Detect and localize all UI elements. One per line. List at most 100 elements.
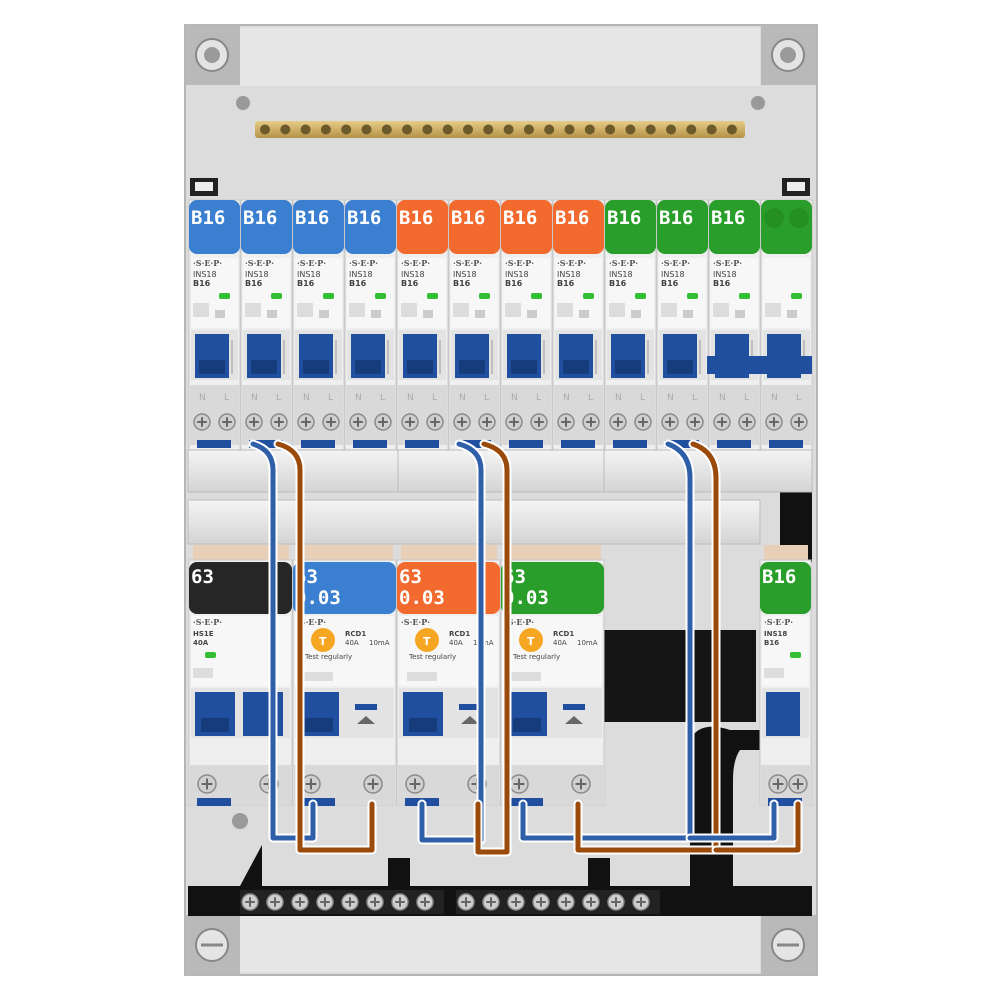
earth-terminal-hole <box>625 124 636 135</box>
terminal-n-screw <box>245 413 263 431</box>
neutral-terminal-screw <box>391 893 409 911</box>
status-indicator <box>687 293 698 299</box>
din-clip <box>717 440 751 448</box>
brand-logo: ·S·E·P· <box>505 258 534 268</box>
device-cap-green <box>760 562 811 614</box>
terminal-n-label: N <box>615 393 622 403</box>
spec-print <box>401 303 417 317</box>
model-text: RCD1 <box>553 630 574 638</box>
model-text: INS18 <box>193 270 217 279</box>
rating-text: 40A <box>553 639 567 647</box>
terminal-n-screw <box>713 413 731 431</box>
ce-mark <box>683 310 693 318</box>
brand-logo: ·S·E·P· <box>453 258 482 268</box>
toggle-lever <box>563 360 589 374</box>
toggle-lever <box>251 360 277 374</box>
device-sub-label: 0.03 <box>399 587 445 609</box>
earth-terminal-hole <box>341 124 352 135</box>
din-clip <box>769 440 803 448</box>
brand-logo: ·S·E·P· <box>557 258 586 268</box>
neutral-terminal-screw <box>241 893 259 911</box>
terminal-l-screw <box>686 413 704 431</box>
spec-print <box>407 672 437 681</box>
breaker-label: B16 <box>503 207 537 229</box>
device-cap-blue <box>293 562 396 614</box>
terminal-n-screw <box>609 413 627 431</box>
wire-brown <box>275 441 375 853</box>
breaker-cap-blue <box>293 200 344 254</box>
breaker-cap-green <box>709 200 760 254</box>
toggle-lever <box>513 718 541 732</box>
linked-toggle-bar <box>707 356 812 374</box>
din-clip <box>249 440 283 448</box>
model-text: INS18 <box>245 270 269 279</box>
terminal-l-screw <box>478 413 496 431</box>
neutral-terminal-screw <box>582 893 600 911</box>
top-rail <box>240 28 760 86</box>
neutral-terminal-screw <box>507 893 525 911</box>
breaker-faceplate <box>659 258 706 328</box>
spec-print <box>713 303 729 317</box>
toggle-lever <box>407 360 433 374</box>
din-clip <box>353 440 387 448</box>
neutral-terminal-screw <box>366 893 384 911</box>
terminal-n-label: N <box>771 393 778 403</box>
earth-busbar <box>255 121 745 138</box>
ce-mark <box>215 310 225 318</box>
earth-terminal-hole <box>300 124 311 135</box>
status-indicator <box>205 652 216 658</box>
device-sub-label: 0.03 <box>295 587 341 609</box>
fixing-hole-left <box>236 96 250 110</box>
terminal-l-screw <box>582 413 600 431</box>
din-clip-right-inner <box>787 182 805 191</box>
terminal-l-screw <box>374 413 392 431</box>
din-clip <box>768 798 802 806</box>
earth-terminal-hole <box>463 124 473 135</box>
neutral-terminal-screw <box>557 893 575 911</box>
ce-mark <box>475 310 485 318</box>
neutral-terminal-screw <box>632 893 650 911</box>
toggle-lever <box>409 718 437 732</box>
breaker-label: B16 <box>347 207 381 229</box>
din-clip <box>561 440 595 448</box>
toggle-lever <box>201 718 229 732</box>
rating2-text: 10mA <box>369 639 390 647</box>
toggle-lever <box>615 360 641 374</box>
corner-screws <box>185 25 816 975</box>
trip-indicator <box>459 704 481 710</box>
brand-logo: ·S·E·P· <box>193 617 222 627</box>
rating-text: B16 <box>193 279 211 288</box>
breaker-label: B16 <box>607 207 641 229</box>
din-clip <box>613 440 647 448</box>
din-clip <box>301 440 335 448</box>
terminal-n-label: N <box>355 393 362 403</box>
terminal-screw <box>301 774 321 794</box>
breaker-label: B16 <box>191 207 225 229</box>
spec-print <box>453 303 469 317</box>
breaker-label: B16 <box>295 207 329 229</box>
wire-blue <box>687 801 777 841</box>
model-text: INS18 <box>661 270 685 279</box>
terminal-l-label: L <box>588 393 593 403</box>
rating-text: B16 <box>453 279 471 288</box>
status-indicator <box>635 293 646 299</box>
spec-print <box>193 668 213 678</box>
ce-mark <box>735 310 745 318</box>
neutral-terminal-screw <box>416 893 434 911</box>
model-text: RCD1 <box>449 630 470 638</box>
breaker-cap-orange <box>553 200 604 254</box>
wire-brown <box>575 441 719 853</box>
spec-print <box>765 303 781 317</box>
terminal-l-label: L <box>536 393 541 403</box>
test-regularly-text: Test regularly <box>512 653 560 661</box>
earth-terminal-hole <box>361 124 372 135</box>
earth-terminal-hole <box>523 124 534 135</box>
breaker-label: B16 <box>659 207 693 229</box>
